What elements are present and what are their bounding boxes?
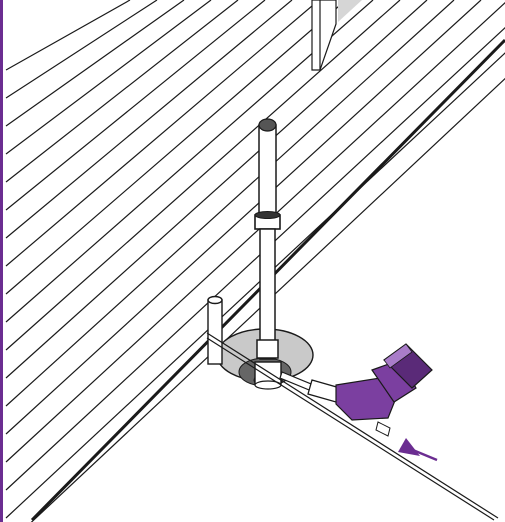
window-frame (311, 0, 362, 71)
window-frame-shade (338, 0, 362, 22)
drill-trigger (375, 421, 391, 437)
pipe-coupling-top (254, 211, 281, 219)
vertical-pipe (254, 118, 281, 360)
page-border (0, 0, 3, 522)
siding-line (5, 0, 401, 351)
small-post-top (207, 295, 223, 305)
window-frame-left (311, 0, 337, 71)
pipe-upper (258, 124, 277, 226)
direction-arrow-icon (398, 438, 438, 462)
siding-line (5, 0, 239, 183)
siding-line (5, 0, 320, 267)
small-post (207, 295, 223, 365)
siding-line (5, 0, 482, 435)
drill-battery-top (383, 343, 413, 369)
siding-line (5, 0, 212, 155)
small-post-body (207, 299, 223, 365)
siding-line (5, 0, 455, 407)
siding-line (5, 0, 266, 211)
siding-line (30, 77, 505, 522)
siding-line (5, 0, 293, 239)
siding-line (5, 0, 428, 379)
siding-line (5, 0, 158, 99)
siding-line (5, 52, 505, 519)
siding-line (5, 0, 185, 127)
guide-rod (206, 332, 499, 521)
pipe-top-cap (258, 118, 277, 132)
drill-chuck (307, 379, 341, 403)
siding-line (5, 1, 505, 463)
pipe-lower (259, 228, 276, 360)
siding-line (5, 0, 347, 295)
drill-icon (307, 343, 433, 437)
siding-line (5, 0, 131, 71)
wall-siding-lines (5, 0, 505, 522)
pipe-bottom-fitting (256, 339, 279, 359)
